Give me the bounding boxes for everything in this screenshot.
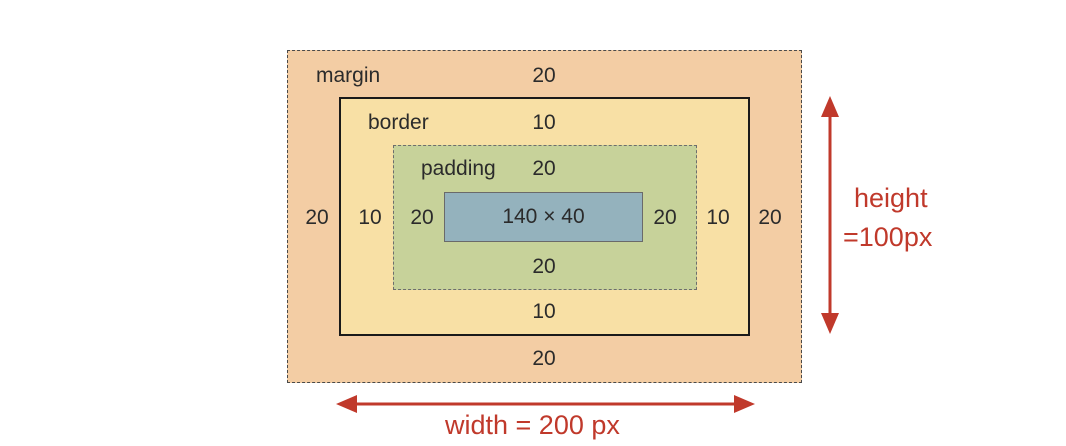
width-label: width = 200 px xyxy=(445,410,620,440)
border-right-value: 10 xyxy=(706,206,730,229)
height-label-line2: =100px xyxy=(843,222,933,252)
padding-left-value: 20 xyxy=(410,206,434,229)
border-top-value: 10 xyxy=(532,111,556,134)
padding-top-value: 20 xyxy=(532,157,556,180)
margin-left-value: 20 xyxy=(305,206,329,229)
border-label: border xyxy=(368,111,429,134)
padding-bottom-value: 20 xyxy=(532,255,556,278)
margin-label: margin xyxy=(316,64,381,87)
border-bottom-value: 10 xyxy=(532,300,556,323)
height-arrow xyxy=(821,96,839,334)
content-size-label: 140 × 40 xyxy=(502,205,585,228)
padding-right-value: 20 xyxy=(653,206,677,229)
border-left-value: 10 xyxy=(358,206,382,229)
padding-label: padding xyxy=(421,157,496,180)
height-label-line1: height xyxy=(854,183,928,213)
content-box: 140 × 40 xyxy=(444,192,643,242)
margin-right-value: 20 xyxy=(758,206,782,229)
margin-bottom-value: 20 xyxy=(532,347,556,370)
margin-top-value: 20 xyxy=(532,64,556,87)
